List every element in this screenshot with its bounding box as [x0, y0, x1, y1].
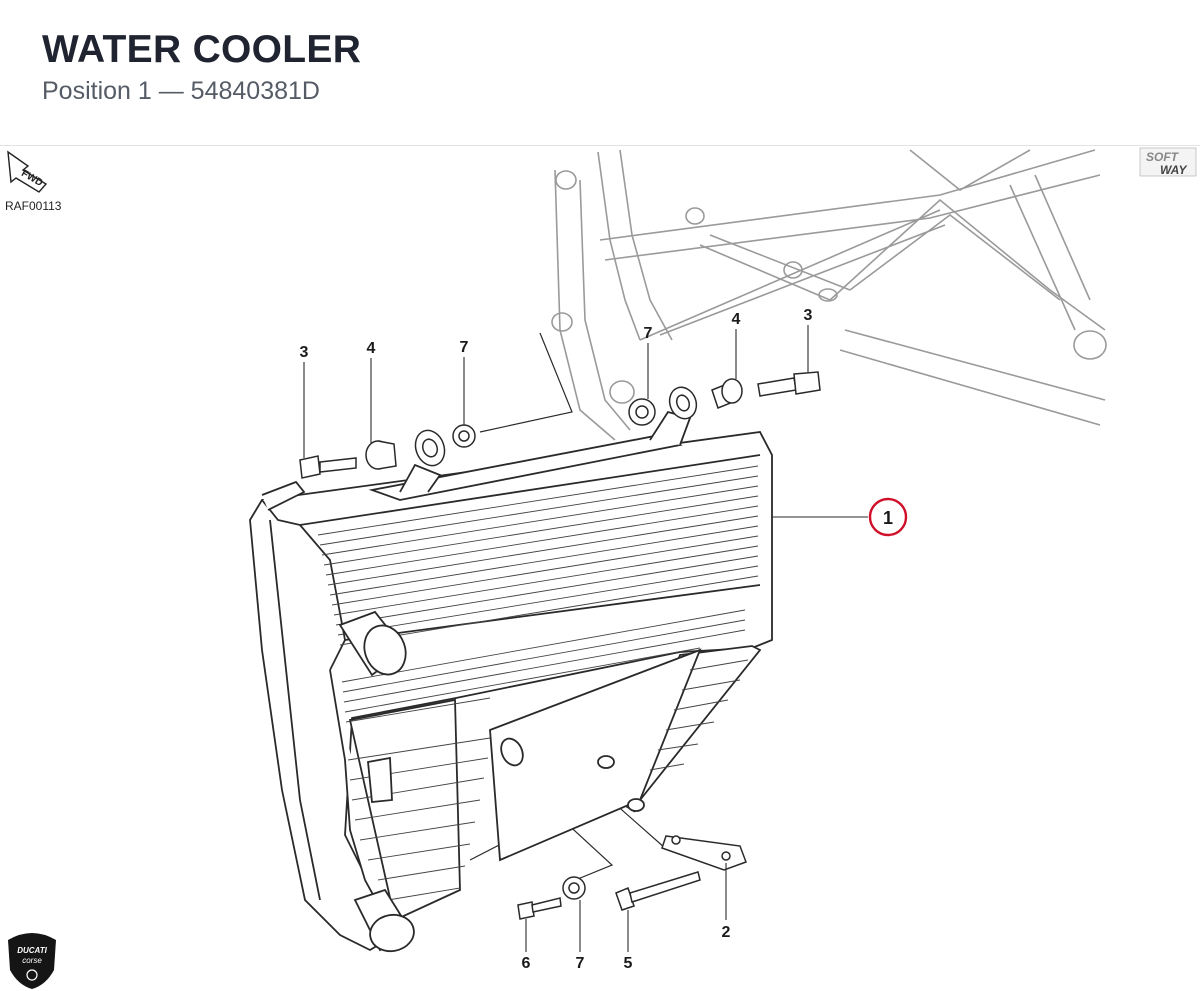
spacer-left-part [365, 440, 397, 470]
callout-bracket: 2 [722, 924, 731, 941]
grommet-left-part [452, 424, 476, 448]
long-screw-part [615, 871, 701, 911]
softway-logo-line2: WAY [1160, 163, 1187, 177]
callout-spacer-left: 4 [367, 340, 376, 357]
softway-logo: SOFT WAY [1139, 147, 1197, 177]
radiator-part [249, 431, 773, 952]
callout-long-screw: 5 [624, 955, 633, 972]
grommet-bottom-part [562, 876, 586, 900]
callout-leaders [303, 325, 868, 952]
callout-radiator: 1 [883, 508, 893, 528]
callout-grommet-right: 7 [644, 325, 653, 342]
screw-left-part [299, 455, 357, 479]
screw-bottom-part [517, 897, 562, 920]
frame-outline [551, 149, 1107, 441]
ducati-corse-logo: DUCATI corse [8, 933, 56, 989]
ducati-logo-line2: corse [22, 956, 42, 965]
ducati-logo-line1: DUCATI [17, 946, 47, 955]
bracket-tab-right [668, 386, 698, 420]
drawing-reference-code: RAF00113 [5, 199, 62, 213]
spacer-right-part [711, 378, 743, 409]
grommet-right-part [628, 398, 656, 426]
bracket-part [661, 835, 747, 871]
callout-grommet-bottom: 7 [576, 955, 585, 972]
page-header: WATER COOLER Position 1 — 54840381D [0, 0, 1200, 146]
callout-radiator-highlight[interactable]: 1 [868, 497, 908, 537]
radiator-fittings [261, 410, 692, 953]
fwd-arrow-icon: FWD [7, 150, 48, 193]
callout-spacer-right: 4 [732, 311, 741, 328]
screw-right-part [757, 371, 821, 397]
callout-screw-right: 3 [804, 307, 813, 324]
callout-screw-left: 3 [300, 344, 309, 361]
radiator-fins [317, 465, 759, 901]
callout-grommet-left: 7 [460, 339, 469, 356]
page-title: WATER COOLER [42, 28, 362, 71]
callout-screw-bottom: 6 [522, 955, 531, 972]
page-subtitle: Position 1 — 54840381D [42, 77, 320, 105]
softway-logo-line1: SOFT [1146, 150, 1180, 164]
bracket-tab-left [414, 429, 446, 467]
